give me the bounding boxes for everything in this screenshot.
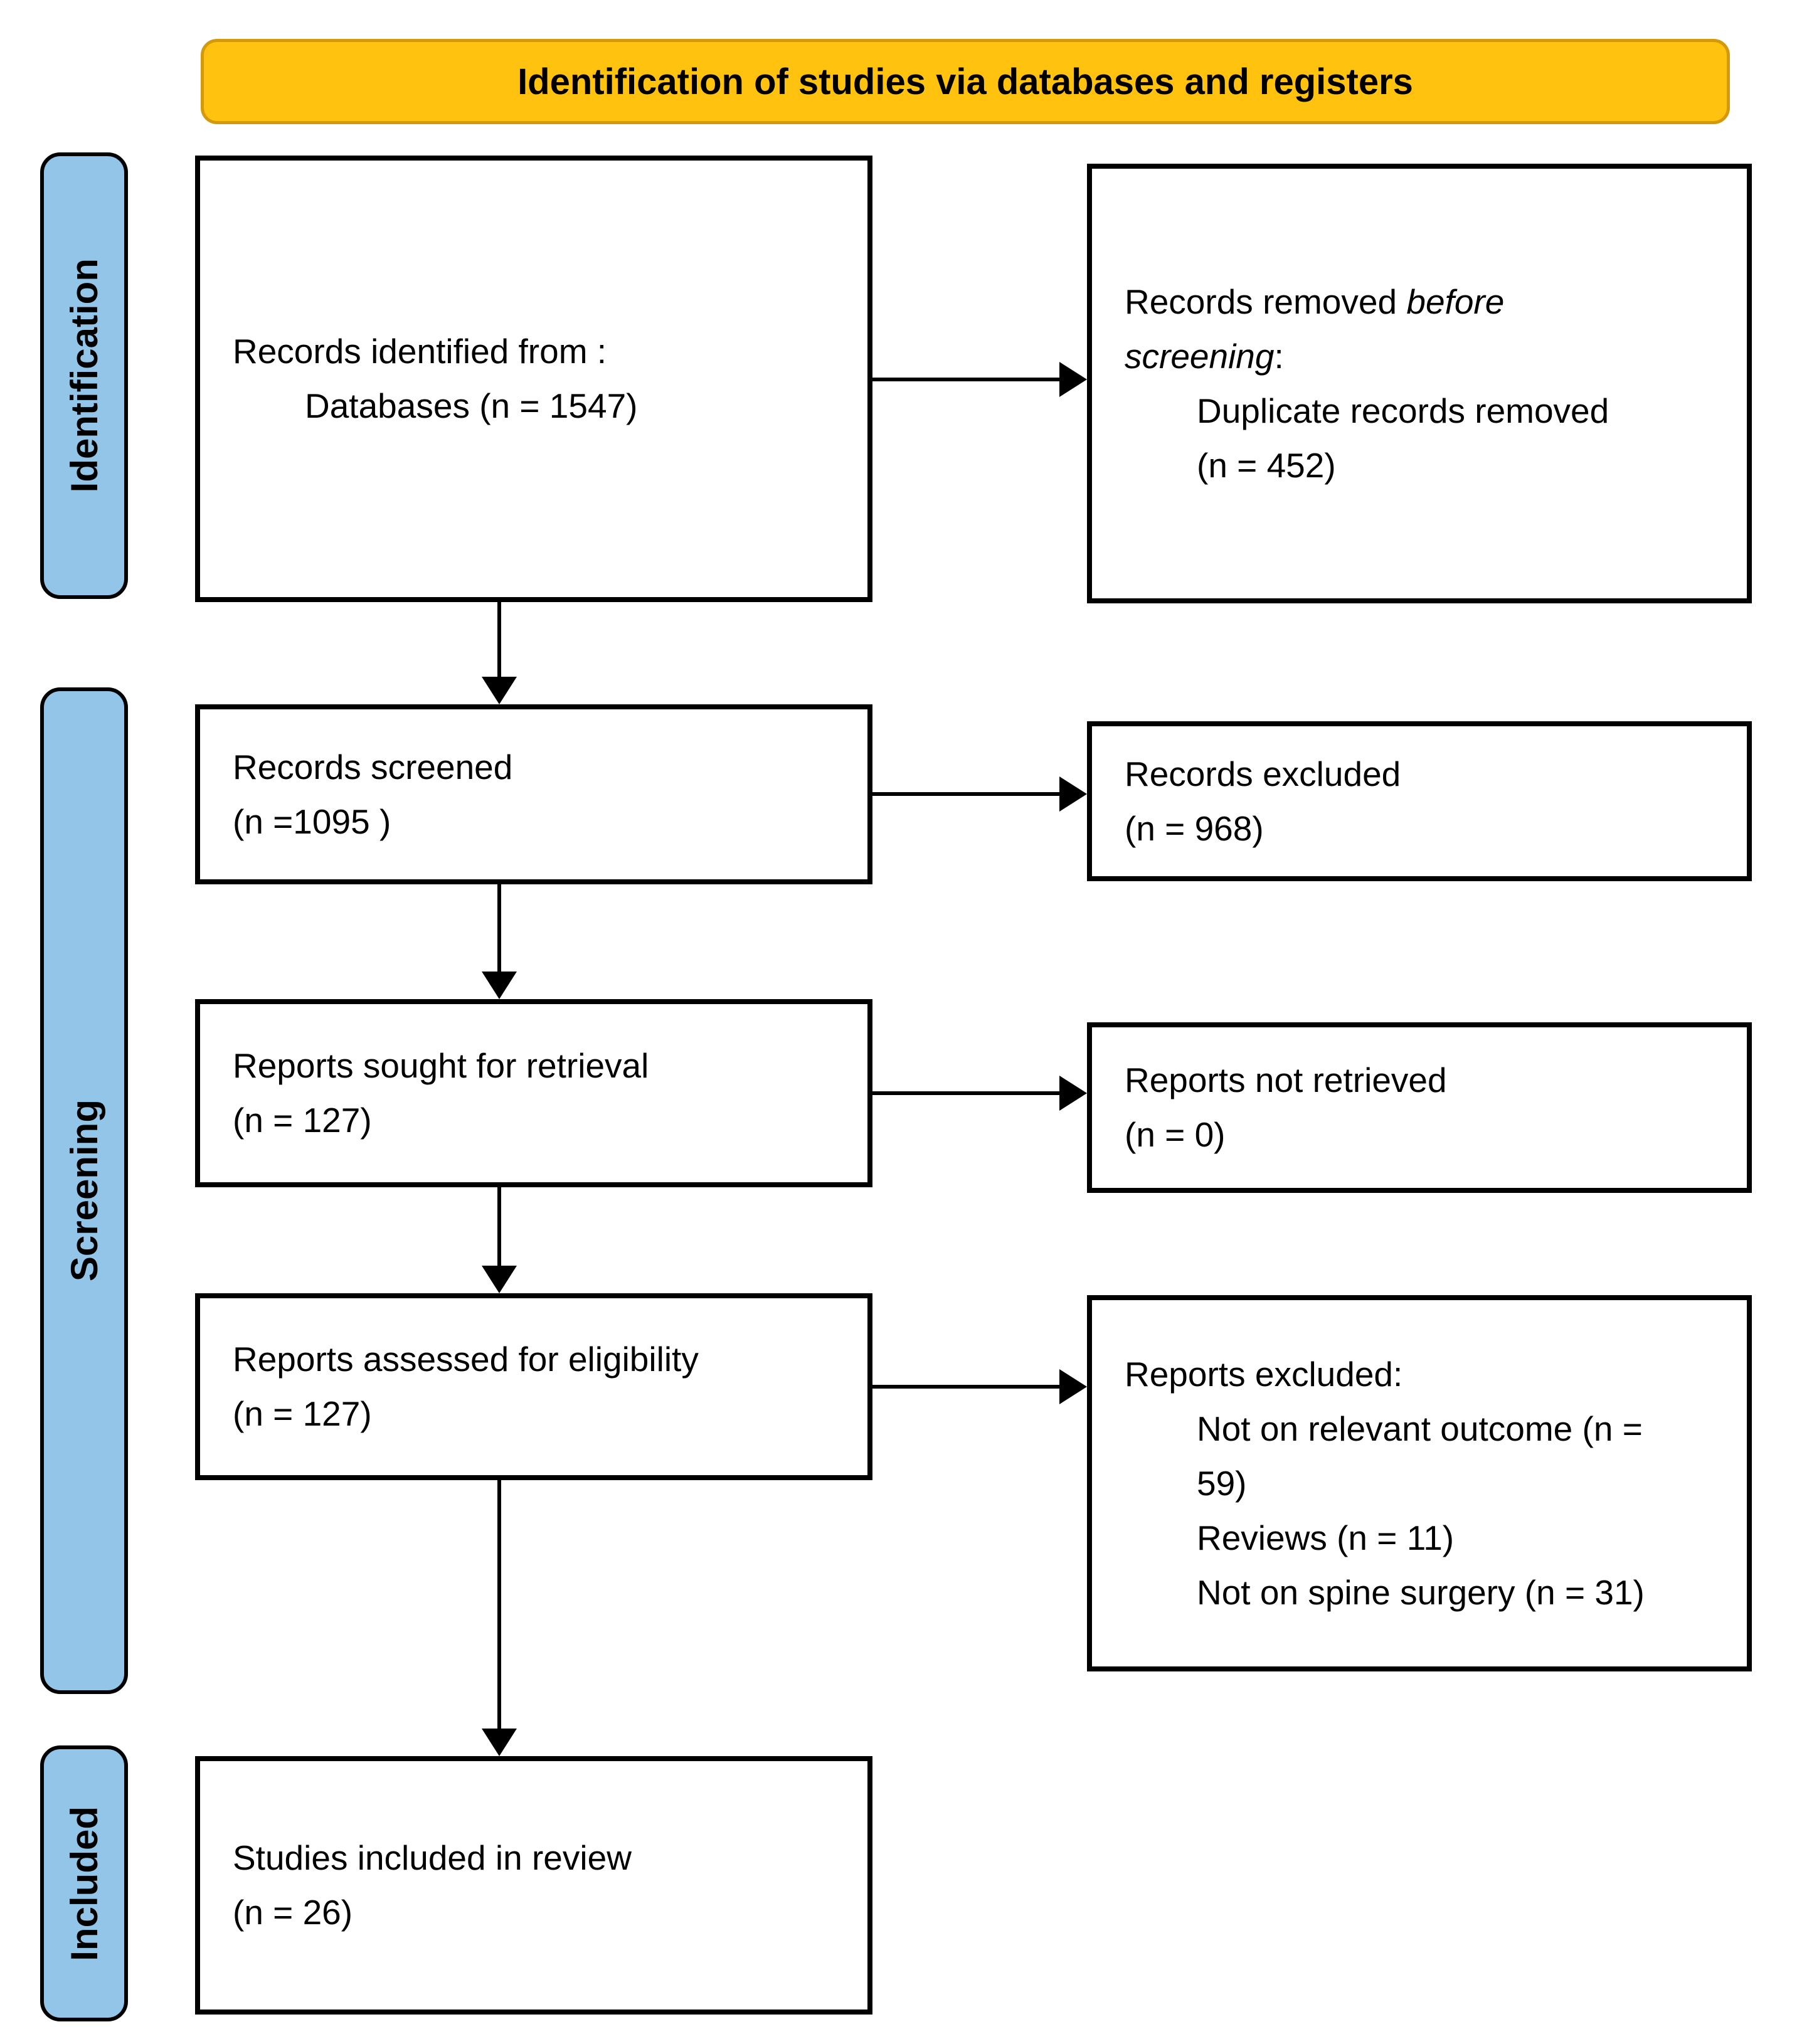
- studies-included-line2: (n = 26): [233, 1893, 353, 1932]
- arrow-screened-to-sought: [482, 884, 517, 999]
- reports-excluded-line2b: 59): [1197, 1463, 1247, 1503]
- stage-label-screening-text: Screening: [63, 1099, 105, 1282]
- arrow-sought-to-assessed: [482, 1187, 517, 1293]
- stage-label-included-text: Included: [63, 1806, 105, 1961]
- reports-assessed-line2: (n = 127): [233, 1394, 372, 1433]
- arrow-shaft: [872, 378, 1063, 381]
- arrow-assessed-to-included: [482, 1480, 517, 1756]
- arrow-head-right-icon: [1059, 1076, 1087, 1111]
- box-studies-included-in-review: Studies included in review (n = 26): [195, 1756, 872, 2015]
- arrow-shaft: [872, 1091, 1063, 1095]
- records-excluded-line1: Records excluded: [1125, 754, 1401, 793]
- records-screened-line2: (n =1095 ): [233, 802, 391, 841]
- box-records-excluded: Records excluded (n = 968): [1087, 721, 1752, 881]
- arrow-shaft: [872, 792, 1063, 796]
- arrow-shaft: [497, 1480, 501, 1732]
- arrow-shaft: [497, 884, 501, 975]
- arrow-sought-to-not-retrieved: [872, 1076, 1087, 1111]
- arrow-shaft: [497, 1187, 501, 1269]
- title-banner-label: Identification of studies via databases …: [517, 61, 1413, 102]
- title-banner: Identification of studies via databases …: [201, 39, 1730, 124]
- reports-not-retrieved-line1: Reports not retrieved: [1125, 1061, 1447, 1099]
- records-identified-line2: Databases (n = 1547): [305, 386, 638, 425]
- arrow-head-down-icon: [482, 1266, 517, 1293]
- reports-excluded-line4: Not on spine surgery (n = 31): [1197, 1572, 1645, 1612]
- records-removed-line2: screening:: [1125, 336, 1284, 376]
- records-removed-line4: (n = 452): [1197, 445, 1336, 485]
- arrow-shaft: [497, 602, 501, 680]
- arrow-head-down-icon: [482, 1729, 517, 1756]
- arrow-assessed-to-reports-excluded: [872, 1369, 1087, 1404]
- reports-not-retrieved-line2: (n = 0): [1125, 1115, 1226, 1154]
- records-identified-line1: Records identified from :: [233, 332, 607, 371]
- arrow-identified-to-removed: [872, 362, 1087, 397]
- box-reports-sought-for-retrieval: Reports sought for retrieval (n = 127): [195, 999, 872, 1187]
- box-records-removed-before-screening: Records removed before screening: Duplic…: [1087, 164, 1752, 603]
- reports-sought-line2: (n = 127): [233, 1101, 372, 1140]
- reports-excluded-line2a: Not on relevant outcome (n =: [1197, 1409, 1643, 1448]
- records-screened-line1: Records screened: [233, 747, 513, 786]
- box-reports-assessed-for-eligibility: Reports assessed for eligibility (n = 12…: [195, 1293, 872, 1480]
- records-removed-italic-before: before: [1406, 282, 1505, 321]
- reports-sought-line1: Reports sought for retrieval: [233, 1046, 649, 1085]
- reports-excluded-line3: Reviews (n = 11): [1197, 1518, 1455, 1557]
- records-removed-italic-screening: screening: [1125, 336, 1275, 376]
- arrow-head-right-icon: [1059, 1369, 1087, 1404]
- records-removed-line3: Duplicate records removed: [1197, 391, 1609, 430]
- arrow-head-down-icon: [482, 972, 517, 999]
- arrow-head-right-icon: [1059, 776, 1087, 812]
- arrow-identified-to-screened: [482, 602, 517, 704]
- stage-label-identification: Identification: [40, 152, 128, 599]
- reports-assessed-line1: Reports assessed for eligibility: [233, 1340, 699, 1379]
- arrow-screened-to-excluded: [872, 776, 1087, 812]
- records-removed-line1: Records removed before: [1125, 282, 1505, 321]
- arrow-shaft: [872, 1385, 1063, 1389]
- studies-included-line1: Studies included in review: [233, 1838, 632, 1877]
- reports-excluded-line1: Reports excluded:: [1125, 1354, 1403, 1394]
- arrow-head-down-icon: [482, 677, 517, 704]
- box-records-screened: Records screened (n =1095 ): [195, 704, 872, 884]
- box-reports-not-retrieved: Reports not retrieved (n = 0): [1087, 1022, 1752, 1193]
- box-records-identified: Records identified from : Databases (n =…: [195, 156, 872, 602]
- stage-label-screening: Screening: [40, 687, 128, 1694]
- stage-label-included: Included: [40, 1745, 128, 2021]
- box-reports-excluded: Reports excluded: Not on relevant outcom…: [1087, 1295, 1752, 1671]
- arrow-head-right-icon: [1059, 362, 1087, 397]
- records-excluded-line2: (n = 968): [1125, 808, 1264, 848]
- stage-label-identification-text: Identification: [63, 258, 105, 493]
